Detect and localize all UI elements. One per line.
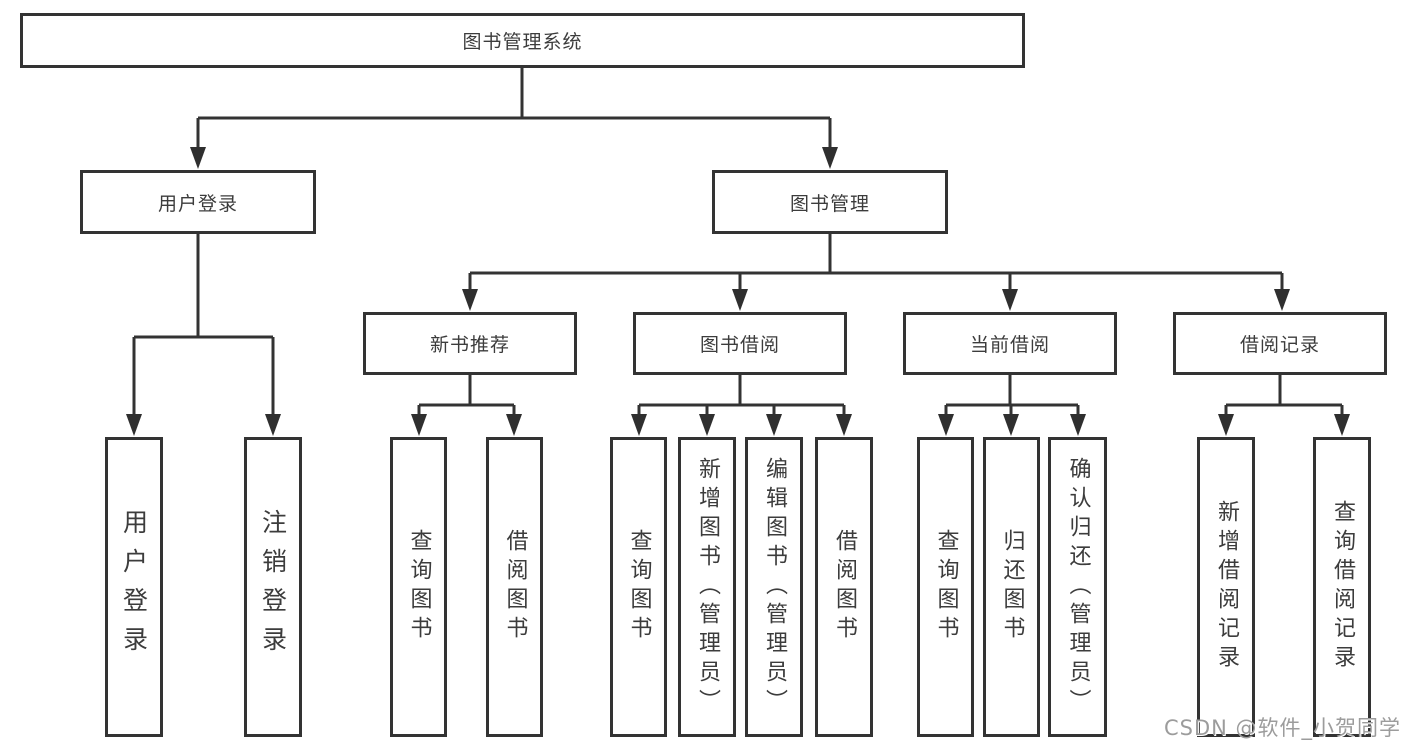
leaf-borrowing-edit-books-admin: 编辑图书（管理员） (745, 437, 803, 737)
leaf-borrowing-borrow-books: 借阅图书 (815, 437, 873, 737)
node-user-login: 用户登录 (80, 170, 316, 234)
node-label: 图书管理系统 (462, 31, 583, 53)
leaf-logout: 注销登录 (244, 437, 302, 737)
leaf-borrowing-query-books: 查询图书 (610, 437, 667, 737)
node-label: 图书管理 (789, 192, 870, 215)
node-label: 查询借阅记录 (1330, 500, 1355, 674)
node-label: 当前借阅 (969, 334, 1050, 356)
csdn-watermark: CSDN @软件_小贺同学 (1164, 716, 1402, 740)
node-label: 查询图书 (626, 529, 652, 645)
node-current-borrowing: 当前借阅 (903, 312, 1117, 375)
node-label: 用户登录 (157, 192, 238, 215)
leaf-current-confirm-return-admin: 确认归还（管理员） (1048, 437, 1107, 737)
node-label: 归还图书 (999, 529, 1025, 645)
node-label: 注销登录 (258, 509, 288, 665)
node-new-book-recommend: 新书推荐 (363, 312, 577, 375)
node-borrowing-records: 借阅记录 (1173, 312, 1387, 375)
node-book-management: 图书管理 (712, 170, 948, 234)
node-label: 新增借阅记录 (1214, 500, 1239, 674)
node-label: 借阅图书 (502, 529, 528, 645)
node-label: 查询图书 (406, 529, 432, 645)
leaf-recommend-query-books: 查询图书 (390, 437, 447, 737)
node-root: 图书管理系统 (20, 13, 1025, 68)
leaf-records-add-record: 新增借阅记录 (1197, 437, 1255, 737)
leaf-current-query-books: 查询图书 (917, 437, 974, 737)
node-label: 用户登录 (119, 509, 149, 665)
leaf-current-return-books: 归还图书 (983, 437, 1040, 737)
node-label: 图书借阅 (699, 334, 780, 356)
arrowheads (126, 147, 1350, 436)
leaf-records-query-record: 查询借阅记录 (1313, 437, 1371, 737)
node-label: 借阅图书 (832, 529, 857, 645)
node-book-borrowing: 图书借阅 (633, 312, 847, 375)
node-label: 查询图书 (933, 529, 959, 645)
node-label: 新书推荐 (429, 334, 510, 356)
leaf-borrowing-add-books-admin: 新增图书（管理员） (678, 437, 736, 737)
node-label: 编辑图书（管理员） (762, 456, 787, 718)
leaf-user-login: 用户登录 (105, 437, 163, 737)
node-label: 新增图书（管理员） (695, 456, 720, 718)
leaf-recommend-borrow-books: 借阅图书 (486, 437, 543, 737)
node-label: 确认归还（管理员） (1065, 456, 1091, 718)
node-label: 借阅记录 (1239, 334, 1320, 356)
